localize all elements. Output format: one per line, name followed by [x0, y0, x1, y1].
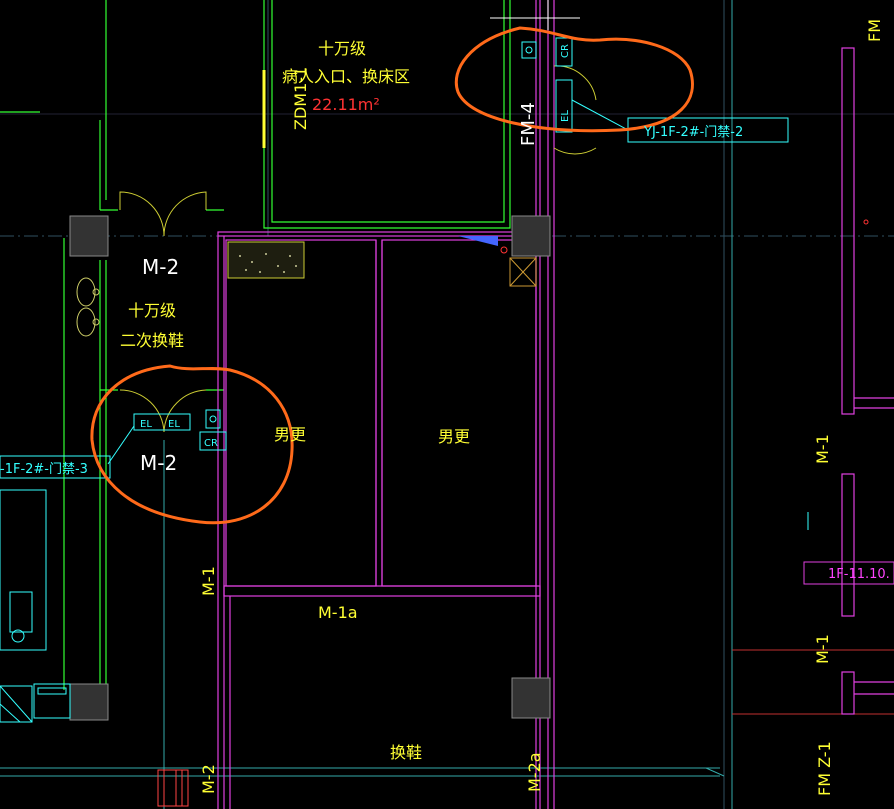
red-lines: [732, 649, 894, 715]
label-room-male-left: 男更: [274, 425, 306, 444]
label-door-zdm: ZDM1-1: [291, 67, 310, 130]
label-grade-left: 十万级: [128, 301, 176, 320]
label-tag-right: 1F-11.10.: [828, 567, 890, 582]
door-fm4-frame: [490, 0, 580, 30]
label-door-m1-left: M-1: [199, 566, 218, 596]
label-cr-2: CR: [204, 438, 218, 449]
label-door-fm-top: FM: [865, 19, 884, 42]
tag-right-box: [803, 561, 894, 585]
label-door-m2-bottom: M-2: [199, 764, 218, 794]
label-door-m2-upper: M-2: [142, 255, 179, 279]
label-door-m1-right-2: M-1: [813, 634, 832, 664]
label-el-1: EL: [140, 419, 152, 430]
label-door-m2a: M-2a: [525, 752, 544, 792]
bench-dots: [239, 253, 297, 273]
label-cr-1: CR: [560, 44, 571, 58]
device-box: [509, 257, 537, 287]
right-dot: [863, 219, 869, 225]
bottom-valve: [157, 769, 189, 807]
label-room-shoe: 换鞋: [390, 743, 422, 762]
label-el-3: EL: [560, 110, 571, 122]
label-grade-top: 十万级: [318, 39, 366, 58]
label-door-m2-lower: M-2: [140, 451, 177, 475]
annotation-circle-left: [90, 364, 294, 525]
label-door-fm-z1: FM Z-1: [815, 741, 834, 796]
door-closer: [458, 236, 498, 246]
label-tag-left: -1F-2#-门禁-3: [0, 462, 88, 477]
right-cyan-lines: [705, 767, 725, 777]
label-el-2: EL: [168, 419, 180, 430]
label-room-male-right: 男更: [438, 427, 470, 446]
label-area-top: 22.11m²: [312, 95, 380, 114]
bench: [227, 241, 305, 279]
label-door-m1-right-1: M-1: [813, 434, 832, 464]
annotation-circle-top: [454, 26, 694, 133]
label-door-fm4: FM-4: [518, 102, 539, 146]
columns: [69, 215, 551, 721]
label-zone-top: 病人入口、换床区: [282, 67, 410, 86]
label-zone-left: 二次换鞋: [120, 331, 184, 350]
door-swings: [119, 65, 597, 433]
sinks: [76, 277, 100, 337]
device-box-diag2: [509, 257, 537, 287]
label-door-m1a: M-1a: [318, 603, 358, 622]
red-marker: [500, 246, 508, 254]
cyan-devices: [0, 37, 809, 723]
label-tag-top-right: YJ-1F-2#-门禁-2: [643, 125, 743, 140]
